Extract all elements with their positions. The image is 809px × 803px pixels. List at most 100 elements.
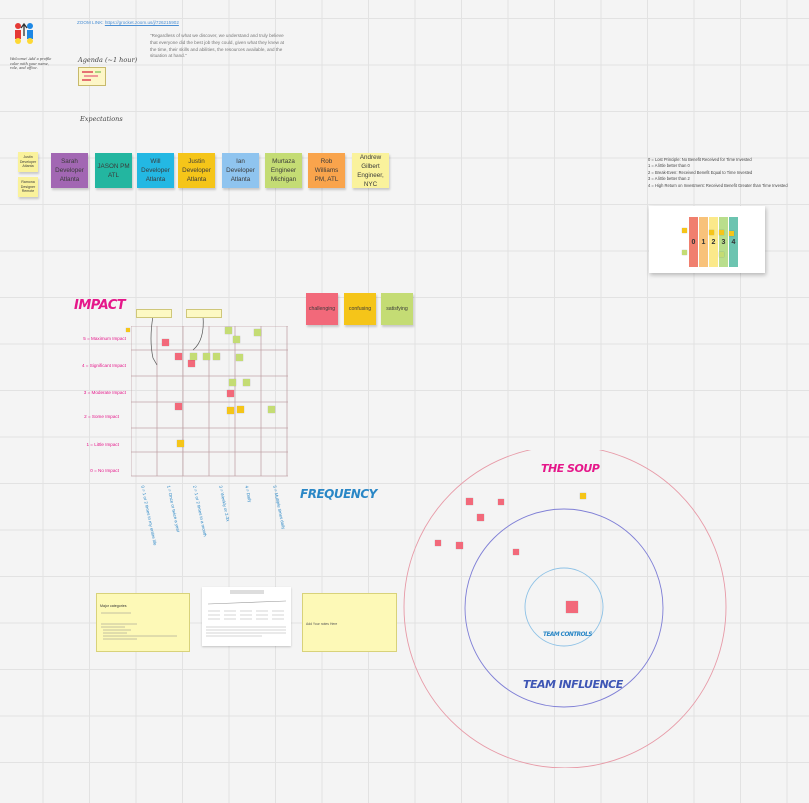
impact-sticky[interactable] [233,336,240,343]
impact-ylabel-1: 1 = Little Impact [86,442,119,447]
roi-scale-4[interactable]: 4 [729,217,738,267]
roi-legend-line: 3 = A little better than 2 [648,176,690,182]
soup-sticky[interactable] [580,493,586,499]
feeling-sticky-confusing[interactable]: confusing [344,293,376,325]
participant-label: Justin Developer Atlanta [182,158,211,183]
zoom-link-label: ZOOM LINK: [77,20,104,25]
small-sticky-justin[interactable]: Justin Developer Atlanta [18,152,38,172]
impact-sticky[interactable] [203,353,210,360]
team-influence-title: TEAM INFLUENCE [523,678,623,691]
vote-dot[interactable] [709,230,714,235]
impact-sticky[interactable] [188,360,195,367]
notes-card-categories[interactable]: Major categories [96,593,190,652]
vote-dot[interactable] [682,228,687,233]
participant-sticky-justin[interactable]: Justin Developer Atlanta [178,153,215,188]
header-sticky-left[interactable] [136,309,172,318]
vote-dot[interactable] [719,230,724,235]
roi-scale-2[interactable]: 2 [709,217,718,267]
agenda-title: Agenda (~1 hour) [78,56,138,64]
roi-legend-line: 1 = A little better than 0 [648,163,690,169]
soup-diagram [400,445,730,769]
impact-title: IMPACT [74,298,126,313]
team-logo [10,20,38,48]
participant-sticky-jason[interactable]: JASON PM ATL [95,153,132,188]
participant-sticky-sarah[interactable]: Sarah Developer Atlanta [51,153,88,188]
impact-sticky[interactable] [175,403,182,410]
soup-title: THE SOUP [541,462,600,475]
impact-ylabel-0: 0 = No Impact [90,468,119,473]
notes-card-text: Add Your notes Here [306,622,338,626]
impact-sticky[interactable] [190,353,197,360]
impact-sticky[interactable] [162,339,169,346]
roi-legend-line: 0 = Lost Principle: No Benefit Received … [648,157,752,162]
roi-scale-label: 0 [691,238,696,246]
zoom-link[interactable]: ZOOM LINK: https://grocket.zoom.us/j/726… [77,20,179,25]
zoom-link-url[interactable]: https://grocket.zoom.us/j/726215902 [104,20,179,25]
arrow-connectors [135,310,215,370]
impact-sticky[interactable] [175,353,182,360]
roi-scale-3[interactable]: 3 [719,217,728,267]
impact-sticky[interactable] [268,406,275,413]
roi-scale-card[interactable]: 0 1 2 3 4 [649,206,765,273]
notes-card-blank[interactable]: Add Your notes Here [302,593,397,652]
roi-scale-label: 2 [711,238,716,246]
impact-ylabel-4: 4 = Significant Impact [81,363,126,368]
agenda-thumbnail[interactable] [78,67,106,86]
vote-dot[interactable] [126,328,130,332]
roi-scale-label: 3 [721,238,726,246]
soup-sticky[interactable] [513,549,519,555]
impact-sticky[interactable] [236,354,243,361]
participant-sticky-will[interactable]: Will Developer Atlanta [137,153,174,188]
document-thumbnail[interactable] [202,587,291,646]
impact-ylabel-5: 5 = Maximum Impact [83,336,126,341]
participant-sticky-ian[interactable]: Ian Developer Atlanta [222,153,259,188]
participant-label: Ian Developer Atlanta [226,158,255,183]
soup-sticky[interactable] [456,542,463,549]
soup-sticky[interactable] [498,499,504,505]
soup-sticky[interactable] [466,498,473,505]
participant-label: Murtaza Engineer Michigan [270,158,297,183]
feeling-label: confusing [348,305,372,312]
roi-legend: 0 = Lost Principle: No Benefit Received … [648,157,808,189]
vote-dot[interactable] [729,231,734,236]
participant-label: Andrew Gilbert Engineer, NYC [357,153,384,188]
impact-sticky[interactable] [243,379,250,386]
small-sticky-label: Justin Developer Atlanta [19,155,37,169]
impact-sticky[interactable] [213,353,220,360]
roi-scale-0[interactable]: 0 [689,217,698,267]
feeling-label: satisfying [386,305,408,312]
soup-sticky[interactable] [477,514,484,521]
participant-label: Will Developer Atlanta [141,158,170,183]
frequency-title: FREQUENCY [300,487,377,501]
impact-sticky[interactable] [225,327,232,334]
participant-sticky-murtaza[interactable]: Murtaza Engineer Michigan [265,153,302,188]
vote-dot[interactable] [682,250,687,255]
roi-scale-1[interactable]: 1 [699,217,708,267]
small-sticky-ramona[interactable]: Ramona Designer Remote [18,177,38,197]
impact-sticky[interactable] [177,440,184,447]
participant-label: Sarah Developer Atlanta [55,158,84,183]
participant-label: Rob Williams PM, ATL [314,158,339,183]
roi-scale: 0 1 2 3 4 [689,217,739,267]
soup-sticky[interactable] [566,601,578,613]
notes-card-title: Major categories [100,604,127,608]
feeling-sticky-satisfying[interactable]: satisfying [381,293,413,325]
expectations-title: Expectations [80,115,123,123]
vote-dot[interactable] [719,252,724,257]
participant-sticky-rob[interactable]: Rob Williams PM, ATL [308,153,345,188]
impact-sticky[interactable] [237,406,244,413]
impact-sticky[interactable] [227,407,234,414]
roi-scale-label: 1 [701,238,706,246]
impact-sticky[interactable] [254,329,261,336]
header-sticky-right[interactable] [186,309,222,318]
feeling-sticky-challenging[interactable]: challenging [306,293,338,325]
roi-scale-label: 4 [731,238,736,246]
impact-ylabel-3: 3 = Moderate Impact [83,390,126,395]
impact-sticky[interactable] [229,379,236,386]
participant-sticky-andrew[interactable]: Andrew Gilbert Engineer, NYC [352,153,389,188]
feeling-label: challenging [308,305,336,312]
soup-sticky[interactable] [435,540,441,546]
impact-sticky[interactable] [227,390,234,397]
participant-label: JASON PM ATL [97,162,130,179]
